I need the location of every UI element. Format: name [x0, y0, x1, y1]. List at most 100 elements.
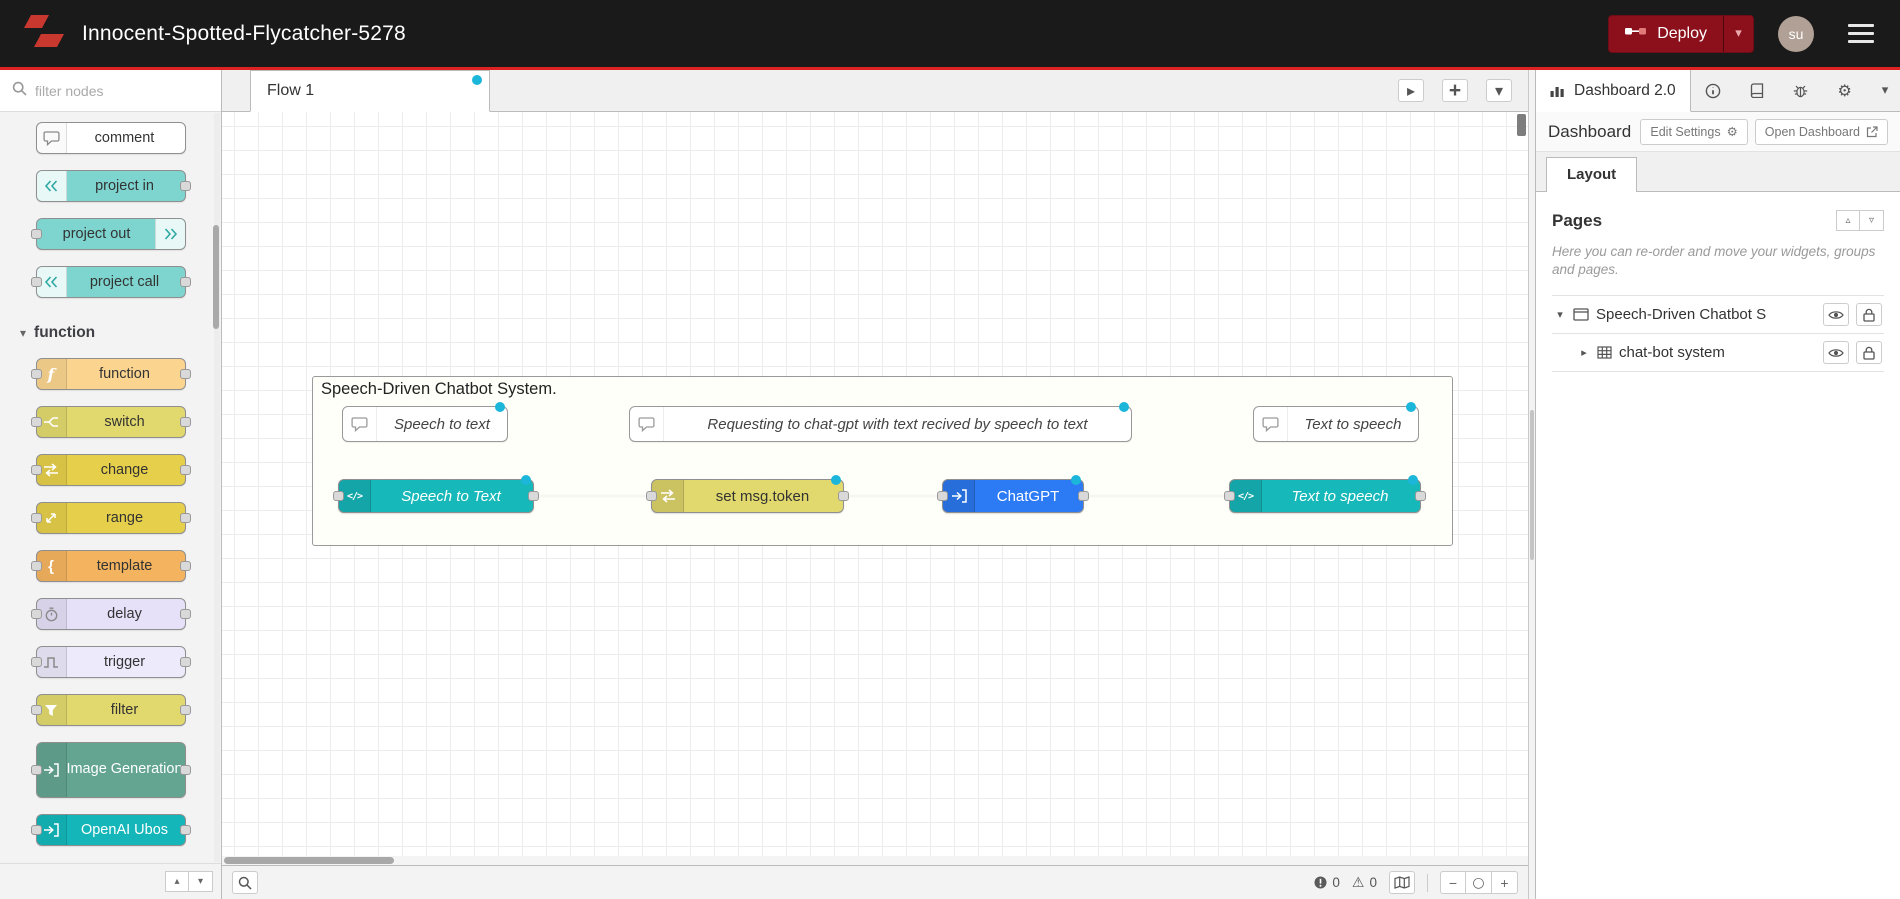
flow-group[interactable]: Speech-Driven Chatbot System. — [312, 376, 1453, 546]
output-port[interactable] — [528, 491, 539, 501]
collapse-all-pages-button[interactable]: ▵ — [1836, 210, 1860, 231]
input-port[interactable] — [30, 513, 42, 523]
user-avatar[interactable]: su — [1778, 15, 1814, 52]
palette-node-trigger[interactable]: trigger — [30, 646, 191, 678]
output-port[interactable] — [179, 417, 191, 427]
flow-node-set-msg-token[interactable]: set msg.token — [646, 475, 849, 513]
palette-node-project-in[interactable]: project in — [35, 170, 191, 202]
deploy-options-button[interactable]: ▾ — [1723, 15, 1753, 52]
input-port[interactable] — [646, 491, 657, 501]
input-port[interactable] — [333, 491, 344, 501]
expand-all-pages-button[interactable]: ▿ — [1860, 210, 1884, 231]
input-port[interactable] — [30, 229, 42, 239]
toggle-navigator-button[interactable] — [1389, 871, 1415, 894]
main-menu-button[interactable] — [1844, 20, 1878, 47]
palette-node-switch[interactable]: switch — [30, 406, 191, 438]
input-port[interactable] — [937, 491, 948, 501]
palette-node-function[interactable]: f function — [30, 358, 191, 390]
input-port[interactable] — [1224, 491, 1235, 501]
flow-canvas[interactable]: Speech-Driven Chatbot System. Speech to … — [222, 112, 1528, 865]
palette-scrollbar[interactable] — [213, 113, 220, 862]
open-dashboard-button[interactable]: Open Dashboard — [1754, 118, 1888, 145]
zoom-reset-button[interactable]: ○ — [1466, 871, 1492, 894]
input-port[interactable] — [30, 765, 42, 775]
palette-node-template[interactable]: { template — [30, 550, 191, 582]
scroll-tabs-button[interactable]: ▸ — [1398, 79, 1424, 102]
palette-node-openai-ubos[interactable]: OpenAI Ubos — [30, 814, 191, 846]
tab-flow-1[interactable]: Flow 1 — [250, 70, 490, 112]
flow-node-speech-to-text[interactable]: </> Speech to Text — [333, 475, 539, 513]
tab-info[interactable] — [1691, 70, 1735, 111]
canvas-horizontal-scrollbar-thumb[interactable] — [224, 857, 394, 864]
input-port[interactable] — [30, 369, 42, 379]
tab-config-nodes[interactable]: ⚙ — [1823, 70, 1867, 111]
comment-node-chatgpt-request[interactable]: Requesting to chat-gpt with text recived… — [629, 402, 1132, 442]
input-port[interactable] — [30, 561, 42, 571]
tab-debug[interactable] — [1779, 70, 1823, 111]
external-link-icon — [1866, 125, 1878, 137]
sidebar-tab-list-button[interactable]: ▾ — [1870, 70, 1900, 111]
output-port[interactable] — [179, 465, 191, 475]
chevron-right-icon[interactable]: ▸ — [1581, 346, 1587, 360]
zoom-in-button[interactable]: + — [1492, 871, 1518, 894]
input-port[interactable] — [30, 277, 42, 287]
palette-node-filter[interactable]: filter — [30, 694, 191, 726]
palette-node-range[interactable]: range — [30, 502, 191, 534]
toggle-visibility-button[interactable] — [1823, 303, 1849, 327]
output-port[interactable] — [179, 369, 191, 379]
input-port[interactable] — [30, 825, 42, 835]
input-port[interactable] — [30, 465, 42, 475]
tree-row-group[interactable]: ▸ chat-bot system — [1552, 334, 1884, 373]
input-port[interactable] — [30, 705, 42, 715]
palette-node-change[interactable]: change — [30, 454, 191, 486]
toggle-visibility-button[interactable] — [1823, 341, 1849, 365]
sidebar-resize-handle[interactable] — [1528, 70, 1536, 899]
palette-search-input[interactable] — [35, 82, 216, 99]
tab-layout[interactable]: Layout — [1546, 157, 1638, 192]
comment-node-speech-to-text[interactable]: Speech to text — [342, 402, 508, 442]
canvas-footer: 0 ⚠ 0 − ○ + — [222, 865, 1528, 899]
output-port[interactable] — [179, 513, 191, 523]
tree-row-page[interactable]: ▾ Speech-Driven Chatbot S — [1552, 296, 1884, 335]
zoom-out-button[interactable]: − — [1440, 871, 1466, 894]
tab-help[interactable] — [1735, 70, 1779, 111]
flow-node-text-to-speech[interactable]: </> Text to speech — [1224, 475, 1426, 513]
palette-node-delay[interactable]: delay — [30, 598, 191, 630]
chevron-down-icon[interactable]: ▾ — [1557, 308, 1563, 322]
output-port[interactable] — [179, 277, 191, 287]
flow-node-chatgpt[interactable]: ChatGPT — [937, 475, 1089, 513]
tab-dashboard-2-0[interactable]: Dashboard 2.0 — [1536, 70, 1691, 112]
add-flow-button[interactable]: + — [1442, 79, 1468, 102]
input-port[interactable] — [30, 657, 42, 667]
output-port[interactable] — [179, 765, 191, 775]
palette-category-function[interactable]: ▾ function — [20, 324, 96, 341]
output-port[interactable] — [179, 705, 191, 715]
canvas-vertical-scrollbar-thumb[interactable] — [1517, 114, 1526, 136]
input-port[interactable] — [30, 609, 42, 619]
palette-node-comment[interactable]: comment — [35, 122, 186, 154]
flow-list-button[interactable]: ▾ — [1486, 79, 1512, 102]
palette-node-project-out[interactable]: project out — [30, 218, 186, 250]
lock-button[interactable] — [1856, 303, 1882, 327]
output-port[interactable] — [1078, 491, 1089, 501]
palette-expand-all-button[interactable]: ▾ — [189, 871, 213, 892]
palette-node-project-call[interactable]: project call — [30, 266, 191, 298]
edit-settings-button[interactable]: Edit Settings ⚙ — [1640, 118, 1748, 145]
output-port[interactable] — [179, 825, 191, 835]
input-port[interactable] — [30, 417, 42, 427]
output-port[interactable] — [179, 181, 191, 191]
eye-icon — [1828, 311, 1844, 319]
output-port[interactable] — [1415, 491, 1426, 501]
output-port[interactable] — [838, 491, 849, 501]
palette-collapse-all-button[interactable]: ▴ — [165, 871, 189, 892]
lock-button[interactable] — [1856, 341, 1882, 365]
search-flows-button[interactable] — [232, 871, 258, 894]
deploy-button[interactable]: Deploy — [1609, 16, 1723, 52]
output-port[interactable] — [179, 657, 191, 667]
palette-scrollbar-thumb[interactable] — [213, 225, 219, 329]
comment-node-text-to-speech[interactable]: Text to speech — [1253, 402, 1419, 442]
output-port[interactable] — [179, 609, 191, 619]
output-port[interactable] — [179, 561, 191, 571]
palette-node-image-generation[interactable]: Image Generation — [30, 742, 191, 798]
canvas-horizontal-scrollbar[interactable] — [222, 856, 1528, 865]
